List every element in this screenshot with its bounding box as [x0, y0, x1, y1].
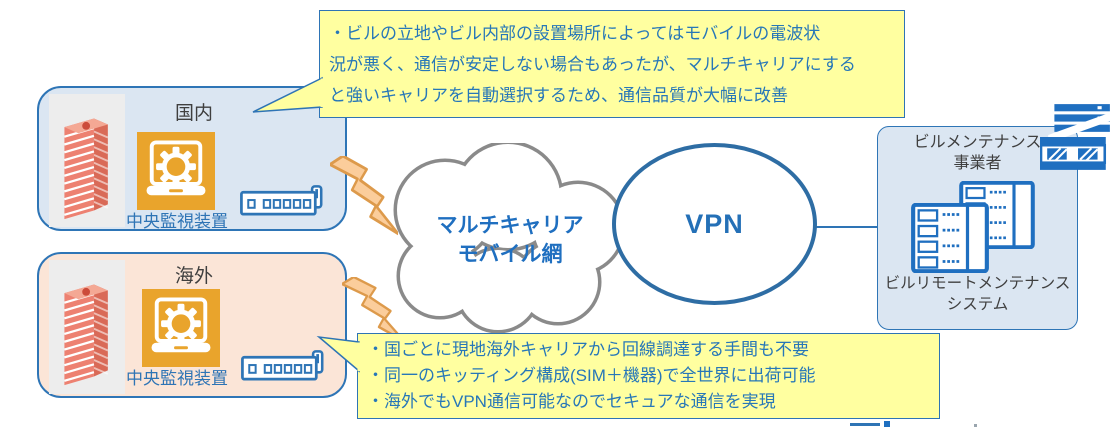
lightning-bolt-icon	[330, 156, 398, 236]
domestic-label: 国内	[174, 103, 213, 124]
provider-title-line1: ビルメンテナンス	[913, 134, 1042, 151]
building-icon	[64, 117, 109, 219]
cropped-icon-fragment	[850, 423, 880, 426]
callout-bottom-line3: ・海外でもVPN通信可能なのでセキュアな通信を実現	[367, 392, 776, 411]
office-building-icon	[1040, 104, 1114, 170]
cloud-label-line1: マルチキャリア	[436, 214, 584, 237]
router-icon	[240, 185, 323, 216]
callout-overseas-benefit: ・国ごとに現地海外キャリアから回線調達する手間も不要 ・同一のキッティング構成(…	[357, 333, 940, 419]
vpn-ellipse: VPN	[612, 143, 817, 305]
callout-top-line2: 況が悪く、通信が安定しない場合もあったが、マルチキャリアにする	[329, 55, 856, 74]
cropped-icon-fragment	[974, 424, 977, 427]
device-label: 中央監視装置	[126, 369, 228, 388]
router-icon	[241, 350, 324, 381]
provider-title: ビルメンテナンス 事業者	[878, 132, 1077, 174]
callout-bottom-line1: ・国ごとに現地海外キャリアから回線調達する手間も不要	[367, 340, 809, 359]
building-backdrop	[49, 94, 125, 227]
server-rack-icon	[911, 203, 989, 273]
monitoring-device-icon	[137, 132, 215, 210]
callout-multicarrier-benefit: ・ビルの立地やビル内部の設置場所によってはモバイルの電波状 況が悪く、通信が安定…	[319, 10, 905, 118]
provider-title-line2: 事業者	[953, 155, 1002, 172]
callout-bottom-line2: ・同一のキッティング構成(SIM＋機器)で全世界に出荷可能	[367, 366, 816, 385]
cloud-label: マルチキャリア モバイル網	[400, 211, 620, 269]
cropped-icon-fragment	[884, 421, 890, 427]
provider-system-line2: システム	[946, 296, 1009, 313]
device-label: 中央監視装置	[126, 212, 228, 231]
provider-system-label: ビルリモートメンテナンス システム	[878, 273, 1077, 315]
vpn-label: VPN	[685, 208, 744, 239]
cloud-shape	[393, 143, 626, 334]
overseas-site-box: 海外 中央監視装置	[37, 252, 347, 398]
callout-bottom-tail	[316, 335, 365, 373]
building-icon	[64, 284, 109, 386]
cloud-label-line2: モバイル網	[457, 243, 563, 266]
vpn-to-provider-connector	[815, 226, 879, 228]
callout-top-line3: と強いキャリアを自動選択するため、通信品質が大幅に改善	[329, 86, 788, 105]
provider-system-line1: ビルリモートメンテナンス	[884, 275, 1071, 292]
monitoring-device-icon	[142, 289, 220, 367]
overseas-label: 海外	[174, 266, 213, 287]
callout-top-tail	[252, 76, 330, 113]
callout-top-line1: ・ビルの立地やビル内部の設置場所によってはモバイルの電波状	[329, 24, 821, 43]
building-backdrop	[49, 260, 125, 394]
domestic-site-box: 国内 中央監視装置	[37, 86, 347, 231]
